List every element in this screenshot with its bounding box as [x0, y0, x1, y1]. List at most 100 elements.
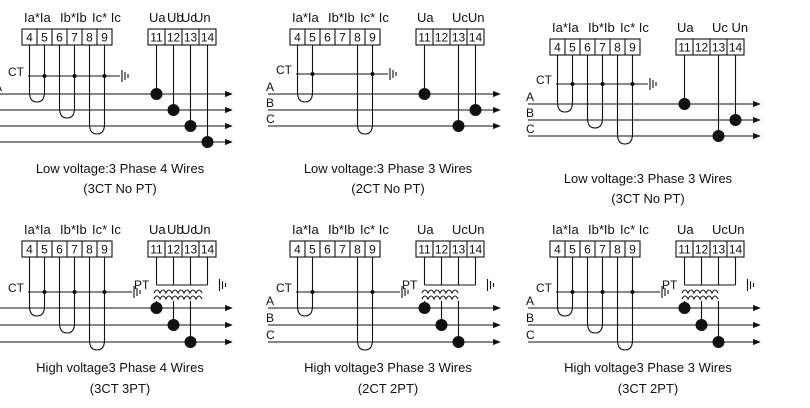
phase-label: C: [266, 112, 275, 126]
terminal-number: 5: [41, 243, 48, 257]
voltage-tap-node: [150, 88, 163, 100]
terminal-number: 4: [554, 243, 561, 257]
junction-dot: [102, 290, 107, 294]
terminal-number: 12: [695, 243, 709, 257]
ground-icon: [746, 279, 755, 291]
voltage-tap-node: [435, 319, 448, 331]
ct-coil: [58, 107, 76, 119]
ground-icon: [661, 286, 669, 298]
junction-dot: [370, 72, 375, 76]
ground-icon: [121, 70, 129, 82]
header-ua: Ua: [417, 222, 434, 237]
terminal-number: 5: [309, 243, 316, 257]
header-un: Un: [194, 222, 211, 237]
junction-dot: [630, 290, 635, 294]
ct-coil: [586, 117, 604, 129]
terminal-number: 8: [86, 243, 93, 257]
ct-coil: [58, 322, 76, 334]
terminal-number: 14: [729, 243, 743, 257]
header-ub: Ub: [167, 10, 184, 25]
terminal-number: 7: [339, 31, 346, 45]
terminal-number: 13: [184, 31, 198, 45]
pt-coil: [153, 295, 203, 301]
ct-label: CT: [276, 281, 293, 295]
terminal-number: 14: [469, 31, 483, 45]
phase-label: B: [526, 106, 534, 120]
panel-caption: Low voltage:3 Phase 3 Wires: [304, 161, 473, 176]
terminal-number: 9: [101, 243, 108, 257]
header-ua: Ua: [149, 10, 166, 25]
panel-subcaption: (2CT No PT): [351, 181, 424, 196]
header-ua: Ua: [677, 20, 694, 35]
junction-dot: [570, 82, 575, 86]
pt-coil: [421, 295, 459, 301]
header-ia: Ia*Ia: [24, 10, 52, 25]
junction-dot: [600, 290, 605, 294]
terminal-number: 9: [369, 31, 376, 45]
pt-label: PT: [134, 278, 150, 292]
terminal-number: 14: [729, 41, 743, 55]
ct-label: CT: [8, 281, 25, 295]
junction-dot: [42, 290, 47, 294]
pt-label: PT: [402, 278, 418, 292]
header-ib: Ib*Ib: [60, 10, 87, 25]
terminal-number: 9: [629, 243, 636, 257]
terminal-number: 5: [41, 31, 48, 45]
phase-label: B: [266, 311, 274, 325]
ct-coil: [28, 91, 46, 103]
header-ia: Ia*Ia: [292, 222, 320, 237]
voltage-tap-node: [469, 104, 482, 116]
panel-subcaption: (3CT No PT): [83, 181, 156, 196]
ground-icon: [649, 78, 657, 90]
panel-caption: Low voltage:3 Phase 3 Wires: [564, 171, 733, 186]
pt-coil: [681, 295, 719, 301]
terminal-number: 6: [56, 31, 63, 45]
voltage-tap-node: [167, 319, 180, 331]
header-ic: Ic* Ic: [620, 222, 649, 237]
header-ic: Ic* Ic: [92, 222, 121, 237]
phase-label: C: [526, 328, 535, 342]
terminal-number: 14: [201, 243, 215, 257]
terminal-number: 9: [629, 41, 636, 55]
ground-icon: [133, 286, 141, 298]
ct-label: CT: [276, 63, 293, 77]
terminal-number: 5: [569, 41, 576, 55]
voltage-tap-node: [418, 302, 431, 314]
terminal-number: 6: [584, 41, 591, 55]
voltage-tap-node: [452, 120, 465, 132]
voltage-tap-node: [184, 336, 197, 348]
ground-icon: [401, 286, 409, 298]
terminal-number: 9: [369, 243, 376, 257]
panel-subcaption: (3CT 2PT): [618, 381, 678, 396]
terminal-number: 8: [614, 41, 621, 55]
header-ib: Ib*Ib: [328, 222, 355, 237]
voltage-tap-node: [695, 319, 708, 331]
terminal-number: 13: [452, 243, 466, 257]
phase-label: B: [526, 311, 534, 325]
voltage-tap-node: [150, 302, 163, 314]
pt-coil: [421, 289, 459, 295]
phase-label: C: [526, 122, 535, 136]
ct-coil: [586, 322, 604, 334]
terminal-number: 7: [71, 243, 78, 257]
terminal-number: 4: [26, 243, 33, 257]
panel-subcaption: (3CT 3PT): [90, 381, 150, 396]
phase-label: A: [266, 80, 274, 94]
terminal-number: 8: [354, 31, 361, 45]
terminal-number: 8: [614, 243, 621, 257]
ground-icon: [486, 279, 495, 291]
voltage-tap-node: [184, 120, 197, 132]
voltage-tap-node: [452, 336, 465, 348]
terminal-number: 12: [167, 243, 181, 257]
ct-coil: [616, 133, 634, 145]
panel-subcaption: (3CT No PT): [611, 191, 684, 206]
